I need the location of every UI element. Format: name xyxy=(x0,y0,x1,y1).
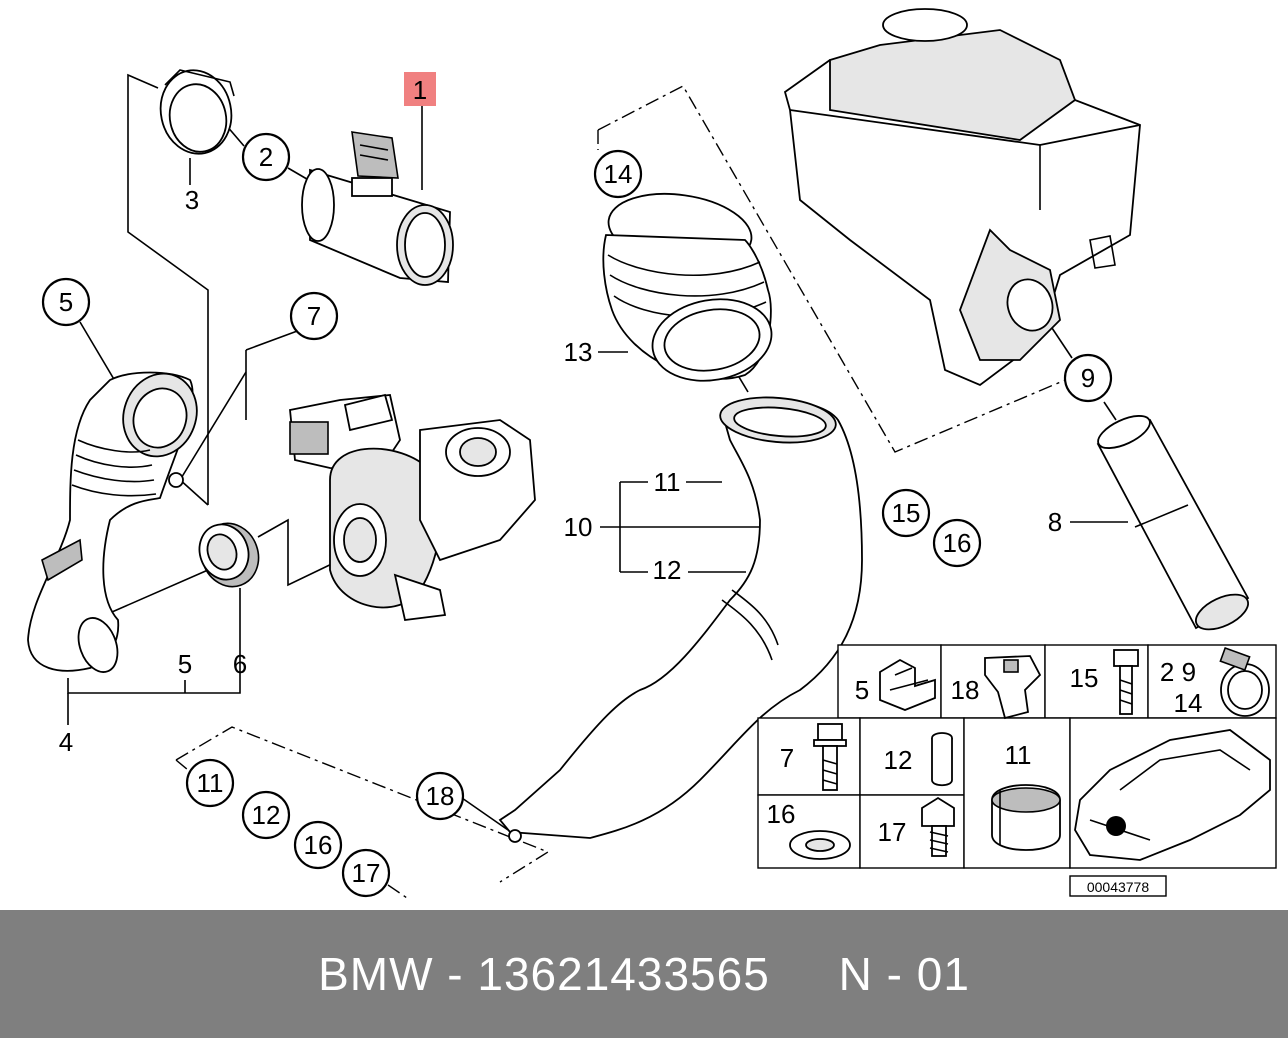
flange-bolt-icon xyxy=(813,723,847,791)
label-10: 10 xyxy=(564,512,593,542)
callout-17-number: 17 xyxy=(352,858,381,888)
label-12: 12 xyxy=(653,555,682,585)
callout-16-number: 16 xyxy=(943,528,972,558)
fastener-legend: 5 18 15 2 9 14 7 12 11 16 17 xyxy=(757,644,1277,897)
legend-label-2-9: 2 9 xyxy=(1160,657,1196,687)
label-6: 6 xyxy=(233,649,247,679)
expansion-nut-icon xyxy=(984,655,1042,720)
legend-label-16: 16 xyxy=(767,799,796,829)
callout-11: 11 xyxy=(185,758,235,808)
tube-part xyxy=(1096,415,1250,631)
legend-label-15: 15 xyxy=(1070,663,1099,693)
label-13: 13 xyxy=(564,337,593,367)
label-5: 5 xyxy=(178,649,192,679)
callouts: 1 2 5 7 14 9 15 16 18 11 12 16 17 xyxy=(41,72,1113,898)
callout-1: 1 xyxy=(404,72,436,106)
callout-11-number: 11 xyxy=(197,768,224,798)
legend-label-7: 7 xyxy=(780,743,794,773)
callout-16-lower: 16 xyxy=(293,820,343,870)
callout-1-highlight xyxy=(404,72,436,106)
label-8: 8 xyxy=(1048,507,1062,537)
callout-17: 17 xyxy=(341,848,391,898)
legend-label-18: 18 xyxy=(951,675,980,705)
air-filter-housing-part xyxy=(783,8,1141,387)
leader-lines xyxy=(67,73,1128,901)
legend-label-12: 12 xyxy=(884,745,913,775)
air-duct-part xyxy=(498,396,863,843)
drawing-number: 00043778 xyxy=(1087,879,1150,895)
callout-12: 12 xyxy=(241,790,291,840)
callout-5-number: 5 xyxy=(59,287,73,317)
legend-label-11: 11 xyxy=(1005,740,1032,770)
callout-7: 7 xyxy=(289,291,339,341)
label-3: 3 xyxy=(185,185,199,215)
callout-7-number: 7 xyxy=(307,301,321,331)
rubber-mount-icon xyxy=(991,784,1061,851)
label-11: 11 xyxy=(654,467,681,497)
parts-diagram: 1 2 5 7 14 9 15 16 18 11 12 16 17 3 4 5 … xyxy=(27,8,1277,901)
callout-14: 14 xyxy=(593,149,643,199)
callout-9: 9 xyxy=(1063,353,1113,403)
legend-label-14: 14 xyxy=(1174,688,1203,718)
callout-2: 2 xyxy=(241,132,291,182)
footer-bar: BMW - 13621433565 N - 01 xyxy=(0,910,1288,1038)
callout-18: 18 xyxy=(415,771,465,821)
turbocharger-part xyxy=(289,393,536,621)
callout-12-number: 12 xyxy=(252,800,281,830)
intake-hose-part xyxy=(27,371,198,673)
plain-labels: 3 4 5 6 8 10 11 12 13 xyxy=(59,185,1062,757)
callout-15-number: 15 xyxy=(892,498,921,528)
location-marker-icon xyxy=(1106,816,1126,836)
sleeve-icon xyxy=(931,732,953,787)
callout-14-number: 14 xyxy=(604,159,633,189)
hex-bolt-icon xyxy=(1113,649,1139,715)
callout-2-number: 2 xyxy=(259,142,273,172)
callout-9-number: 9 xyxy=(1081,363,1095,393)
label-4: 4 xyxy=(59,727,73,757)
ring-seal-part xyxy=(159,69,235,155)
callout-18-number: 18 xyxy=(426,781,455,811)
car-location-icon xyxy=(1074,729,1271,861)
self-tapping-screw-icon xyxy=(921,796,955,857)
part-number-caption: BMW - 13621433565 N - 01 xyxy=(318,948,970,1000)
callout-15: 15 xyxy=(881,488,931,538)
washer-icon xyxy=(789,830,851,860)
hose-clamp-icon xyxy=(1219,646,1270,717)
legend-label-5: 5 xyxy=(855,675,869,705)
callout-5: 5 xyxy=(41,277,91,327)
callout-1-number: 1 xyxy=(413,75,427,105)
callout-16: 16 xyxy=(932,518,982,568)
bellows-part xyxy=(602,193,773,382)
legend-label-17: 17 xyxy=(878,817,907,847)
grommet-part xyxy=(198,522,260,588)
clip-icon xyxy=(879,658,936,711)
callout-16-lower-number: 16 xyxy=(304,830,333,860)
air-mass-meter-part xyxy=(301,131,454,286)
